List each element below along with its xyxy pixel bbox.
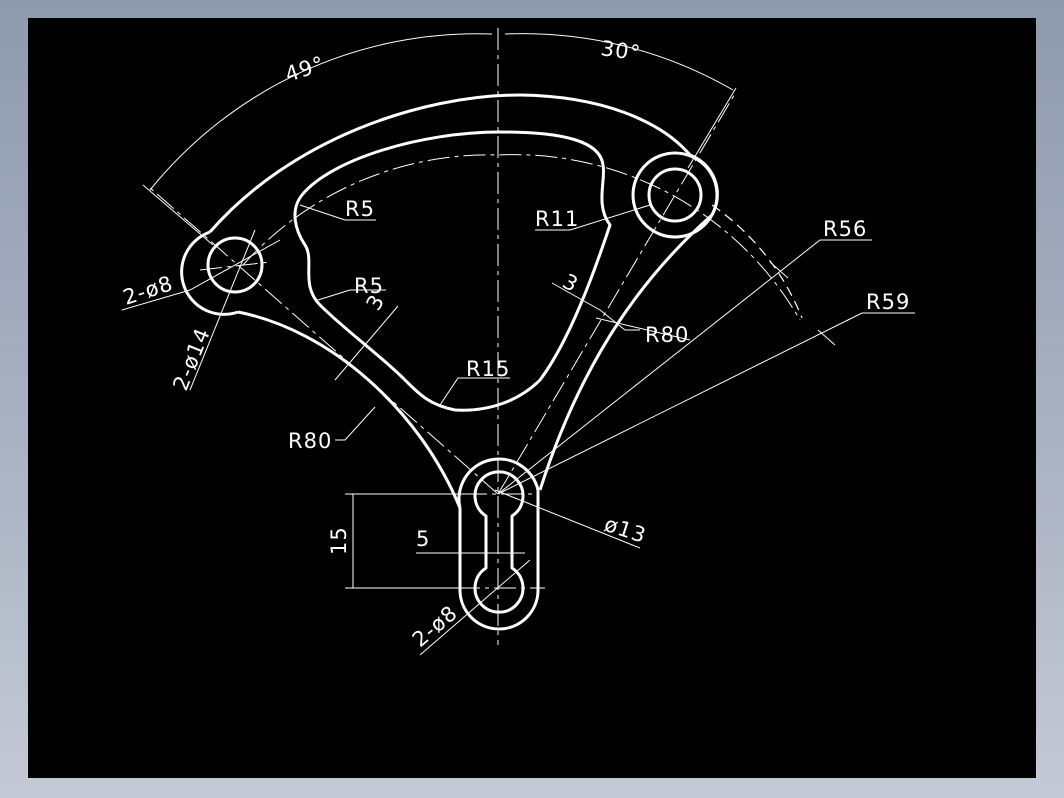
keyhole-slot (473, 470, 525, 614)
outer-top-arc (208, 93, 692, 233)
r15-label: R15 (466, 357, 510, 381)
r59-leader (497, 312, 915, 495)
phi8-bottom-label: 2-ø8 (408, 601, 463, 652)
three-right-dim (551, 282, 640, 331)
dimension-lines (121, 33, 915, 656)
r56-leader (497, 239, 872, 495)
r15-leader (439, 377, 510, 406)
r11-leader (535, 204, 651, 231)
angle-49-label: 49° (282, 51, 328, 86)
inner-window (293, 130, 612, 412)
angle-30-arc (504, 33, 734, 91)
phi8-bottom-leader (419, 559, 531, 656)
part-outline (180, 93, 719, 631)
phi8-left-leader (121, 239, 281, 311)
right-arm-centerline (497, 91, 737, 495)
cad-drawing: 49° 30° R5 R11 R56 R59 2-ø8 2-ø14 R5 3 3… (120, 28, 915, 656)
angle-49-arc (149, 33, 493, 191)
r56-label: R56 (823, 217, 867, 241)
hub-top-arc (457, 457, 540, 509)
r5-top-leader (299, 204, 376, 221)
r59-tick (817, 329, 836, 346)
r5-mid-label: R5 (354, 274, 384, 298)
r59-extension-arc (711, 204, 803, 319)
dimension-labels: 49° 30° R5 R11 R56 R59 2-ø8 2-ø14 R5 3 3… (120, 36, 910, 652)
r80-left-leader (335, 406, 376, 441)
r5-top-label: R5 (345, 197, 375, 221)
r11-label: R11 (535, 207, 579, 231)
r80-right-label: R80 (645, 323, 689, 347)
three-right-label: 3 (559, 269, 583, 297)
left-hole-8 (206, 236, 264, 294)
dim15-label: 15 (327, 526, 351, 555)
phi8-left-label: 2-ø8 (120, 271, 176, 310)
r56-tick (769, 261, 789, 279)
left-arm-centerline (147, 185, 499, 495)
pitch-arc (242, 154, 801, 321)
phi14-leader (189, 229, 256, 391)
dim5-label: 5 (416, 527, 430, 551)
r80-right-leader (595, 317, 691, 341)
r5-mid-leader (317, 289, 386, 301)
three-left-dim (334, 305, 399, 381)
phi13-leader (494, 489, 641, 549)
phi14-label: 2-ø14 (168, 324, 215, 394)
angle-30-label: 30° (599, 36, 642, 65)
drawing-canvas: 49° 30° R5 R11 R56 R59 2-ø8 2-ø14 R5 3 3… (28, 18, 1036, 778)
r80-left-label: R80 (288, 429, 332, 453)
outer-right-arc (538, 213, 713, 491)
right-hole-8 (647, 167, 703, 223)
r59-label: R59 (866, 290, 910, 314)
right-boss-circle (631, 151, 719, 239)
centerlines (147, 28, 801, 645)
phi13-label: ø13 (601, 512, 649, 548)
angle-30-ext (687, 87, 737, 169)
angle-49-ext (142, 184, 214, 246)
left-boss-outer (180, 230, 239, 316)
outer-left-arc (237, 310, 462, 509)
left-hole-centerline (199, 261, 271, 271)
bottom-slot-outline (458, 490, 540, 631)
